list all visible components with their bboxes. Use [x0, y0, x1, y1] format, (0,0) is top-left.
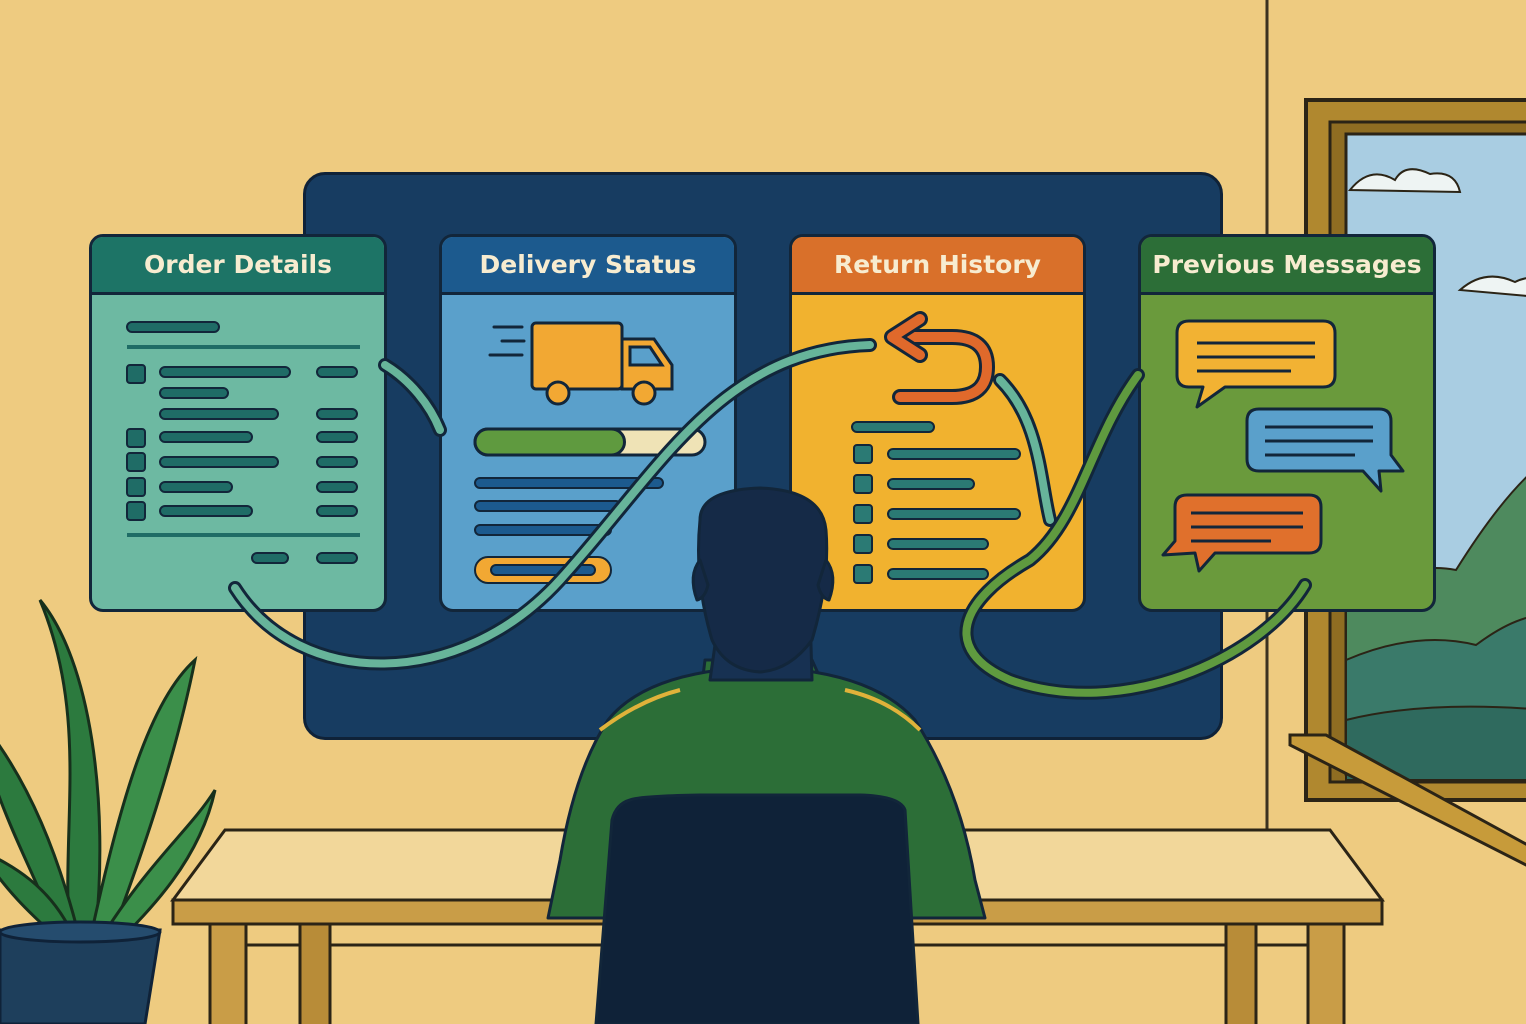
- return-history-title: Return History: [834, 250, 1041, 279]
- previous-messages-graphic: [1161, 319, 1405, 573]
- return-arrow-icon: [884, 311, 995, 405]
- return-history-body: [792, 295, 1083, 609]
- chat-bubble-icon: [1161, 493, 1323, 573]
- previous-messages-title: Previous Messages: [1152, 250, 1422, 279]
- previous-messages-header: Previous Messages: [1141, 237, 1433, 295]
- chat-bubble-icon: [1245, 407, 1405, 493]
- previous-messages-panel[interactable]: Previous Messages: [1138, 234, 1436, 612]
- return-history-graphic: [851, 311, 1021, 584]
- truck-icon: [488, 321, 674, 406]
- return-history-panel[interactable]: Return History: [789, 234, 1086, 612]
- order-details-panel[interactable]: Order Details: [89, 234, 387, 612]
- delivery-status-panel[interactable]: Delivery Status: [439, 234, 737, 612]
- delivery-status-graphic: [473, 321, 707, 584]
- chat-bubble-icon: [1175, 319, 1337, 409]
- delivery-status-title: Delivery Status: [479, 250, 697, 279]
- delivery-status-body: [442, 295, 734, 609]
- potted-plant: [0, 599, 217, 1024]
- order-details-title: Order Details: [143, 250, 332, 279]
- return-history-header: Return History: [792, 237, 1083, 295]
- delivery-status-header: Delivery Status: [442, 237, 734, 295]
- previous-messages-body: [1141, 295, 1433, 609]
- order-details-body: [92, 295, 384, 609]
- delivery-progress-bar: [473, 427, 707, 457]
- order-details-list: [126, 321, 360, 564]
- order-details-header: Order Details: [92, 237, 384, 295]
